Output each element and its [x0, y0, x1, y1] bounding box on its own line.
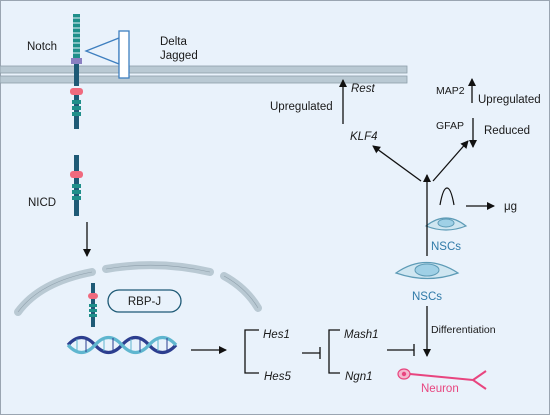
label-nscs-bottom: NSCs	[412, 291, 442, 303]
stem-cell-top-icon	[424, 187, 468, 231]
label-ug: μg	[504, 201, 517, 213]
dna-helix-icon	[66, 335, 178, 355]
label-notch: Notch	[27, 41, 57, 53]
label-rbpj: RBP-J	[128, 296, 161, 308]
arrow-to-klf4	[372, 145, 422, 182]
label-reduced: Reduced	[484, 125, 530, 137]
arrow-to-gfap	[432, 140, 469, 182]
nuclear-nicd-icon	[88, 283, 98, 327]
hes-bracket	[244, 329, 259, 374]
stem-cell-icon	[394, 262, 460, 280]
gene-mash1: Mash1	[344, 329, 379, 341]
label-jagged: Jagged	[160, 50, 198, 62]
neuron-icon	[397, 368, 487, 390]
gene-hes1: Hes1	[263, 329, 290, 341]
gene-hes5: Hes5	[264, 371, 291, 383]
label-delta: Delta	[160, 36, 187, 48]
nuclear-envelope	[14, 261, 262, 316]
nicd-fragment-icon	[70, 155, 83, 216]
ligand-icon	[84, 30, 130, 79]
gene-ngn1: Ngn1	[345, 371, 373, 383]
label-upregulated-left: Upregulated	[270, 101, 333, 113]
label-nicd: NICD	[28, 197, 56, 209]
rbpj-box	[107, 289, 182, 313]
cell-membrane	[0, 65, 408, 84]
gene-rest: Rest	[351, 83, 375, 95]
notch-receptor-icon	[70, 14, 83, 129]
gene-klf4: KLF4	[350, 131, 378, 143]
inhibition-hes-to-proneural	[302, 347, 321, 359]
label-map2: MAP2	[436, 85, 465, 97]
label-neuron: Neuron	[421, 383, 459, 395]
label-differentiation: Differentiation	[431, 324, 496, 336]
label-upregulated-right: Upregulated	[478, 94, 541, 106]
inhibition-proneural-to-differentiation	[387, 344, 415, 356]
label-nscs-top: NSCs	[431, 241, 461, 253]
proneural-bracket	[328, 329, 340, 374]
label-gfap: GFAP	[436, 120, 464, 132]
